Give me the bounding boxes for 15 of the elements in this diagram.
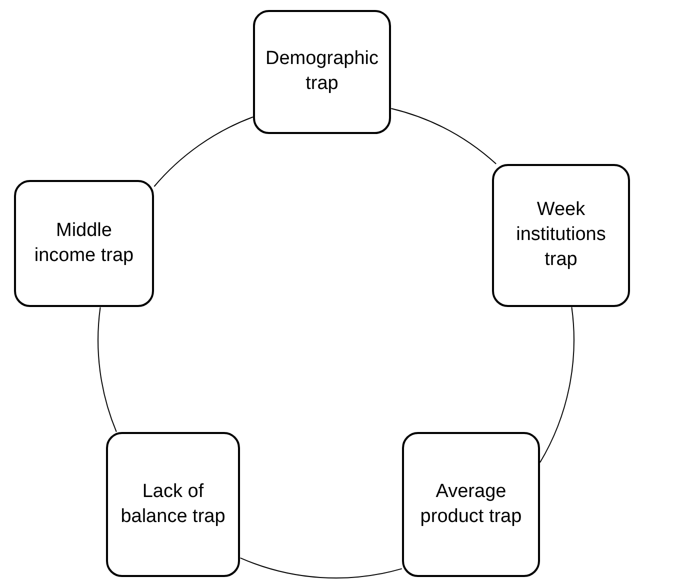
rounded-box xyxy=(106,432,240,577)
connector-arc xyxy=(240,557,402,578)
connector-arc xyxy=(540,306,574,463)
rounded-box xyxy=(253,10,391,134)
box-label: Lack of balance trap xyxy=(120,480,226,528)
rounded-box xyxy=(14,180,154,307)
box-label: Week institutions trap xyxy=(515,198,607,272)
box-label: Demographic trap xyxy=(264,47,380,96)
rounded-box xyxy=(492,164,630,307)
rounded-box xyxy=(402,432,540,577)
connector-arc xyxy=(154,116,254,187)
connector-arc xyxy=(98,306,117,432)
box-label: Average product trap xyxy=(419,480,523,528)
connector-arc xyxy=(390,108,497,164)
box-label: Middle income trap xyxy=(33,218,135,268)
